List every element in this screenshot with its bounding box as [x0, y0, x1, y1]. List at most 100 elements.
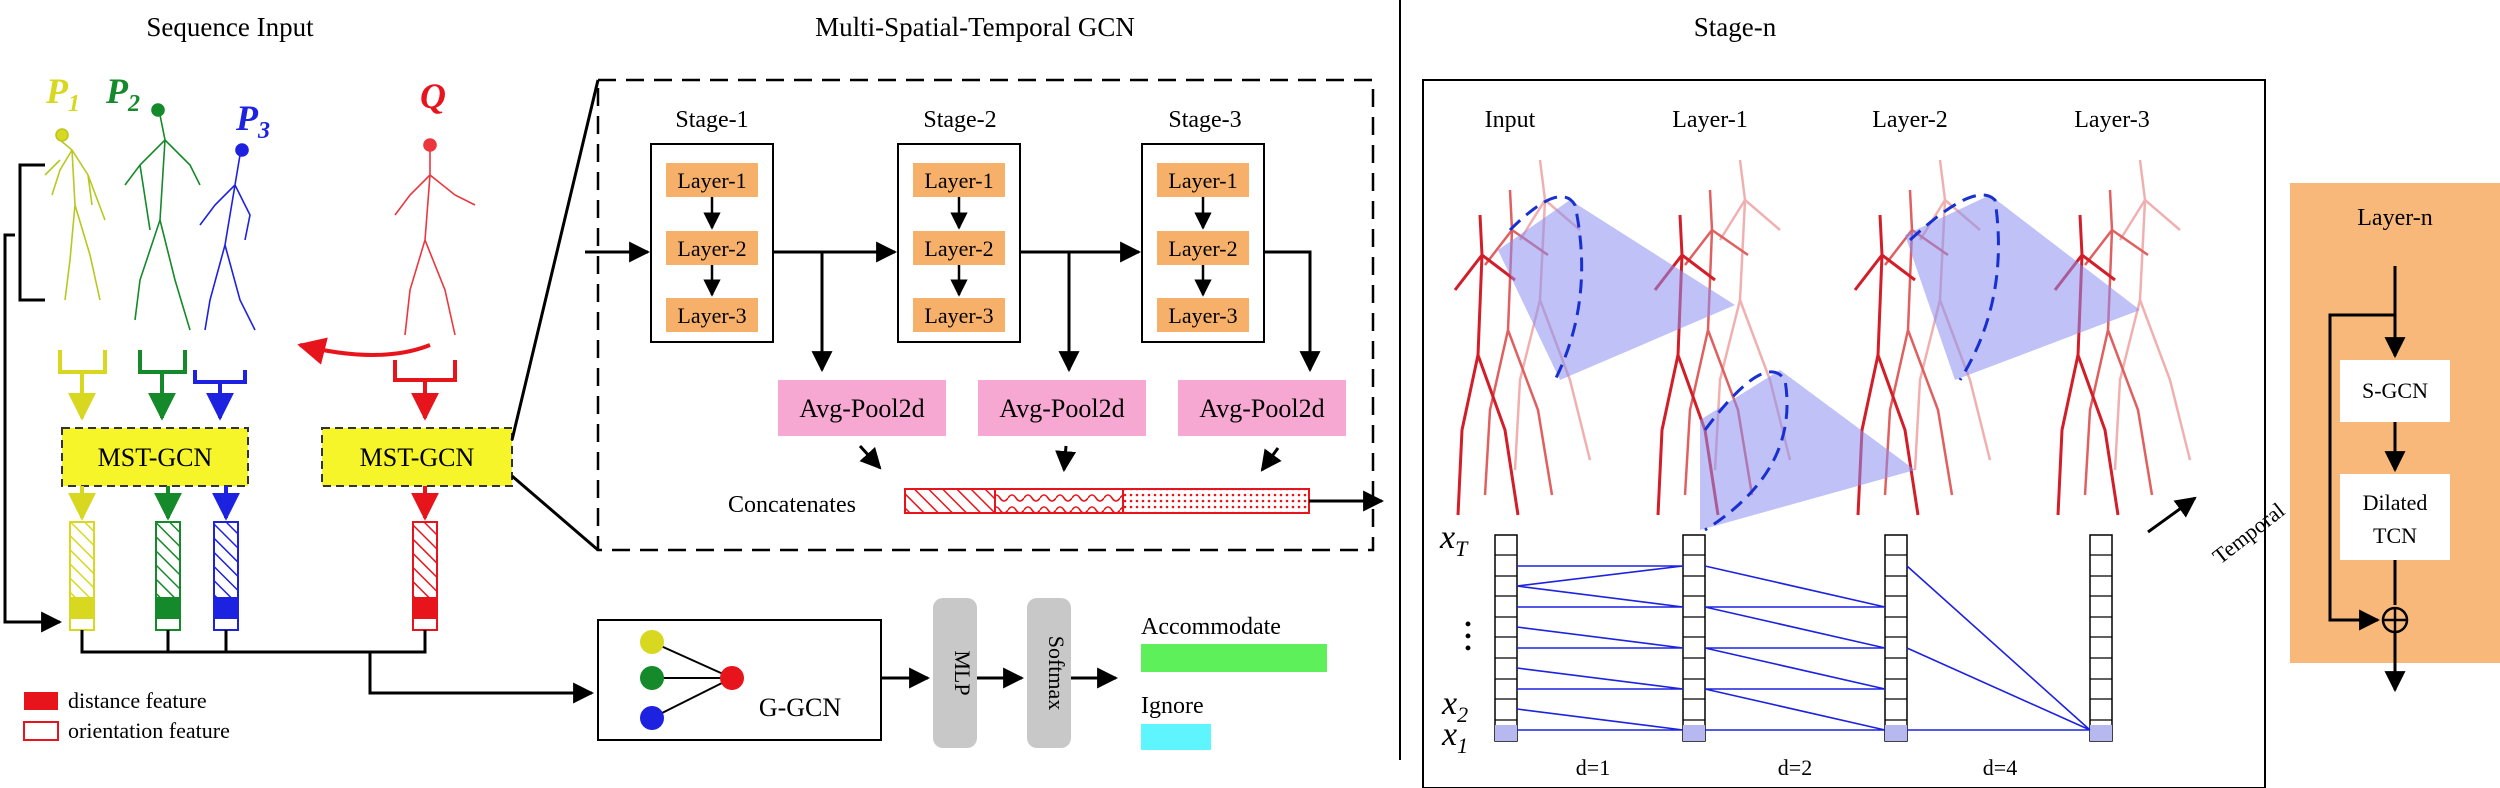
p1-connector — [60, 350, 105, 418]
stage-n-title: Stage-n — [1694, 12, 1777, 42]
stage-n-col-layer-1: Layer-1 — [1672, 107, 1747, 133]
mst-gcn-box-q — [321, 427, 513, 487]
sequence-input-title: Sequence Input — [146, 12, 314, 42]
feature-bar-p2 — [155, 521, 181, 631]
skeleton-p1 — [44, 128, 106, 301]
mst-gcn-expanded-box — [596, 78, 1375, 552]
pool-1-to-concat-arrow — [858, 444, 882, 470]
pool-3-to-concat-arrow — [1260, 447, 1282, 472]
stage-2-layer-2: Layer-2 — [924, 236, 993, 261]
stage-3-layer-1: Layer-1 — [1168, 168, 1237, 193]
layer-n-title: Layer-n — [2357, 205, 2432, 231]
mst-gcn-box-p — [61, 427, 249, 487]
stage-n-col-input: Input — [1485, 107, 1536, 133]
skeleton-p3 — [199, 143, 256, 331]
feature-bus — [80, 630, 592, 693]
legend-distance-swatch — [24, 692, 58, 710]
legend-orientation-label: orientation feature — [68, 718, 230, 743]
avg-pool-1-label: Avg-Pool2d — [799, 394, 924, 423]
p3-connector — [195, 370, 245, 418]
g-gcn-node-green — [640, 666, 664, 690]
x-1-label: x1 — [1441, 716, 1468, 758]
p2-connector — [140, 350, 185, 418]
x-t-label: xT — [1439, 519, 1469, 561]
stage-2-layer-3: Layer-3 — [924, 303, 993, 328]
stage-1-layer-3: Layer-3 — [677, 303, 746, 328]
mlp-label: MLP — [950, 650, 975, 695]
mst-gcn-box-q-label: MST-GCN — [360, 443, 475, 472]
stage-1-title: Stage-1 — [675, 107, 748, 133]
tcn-column-layer-1 — [1682, 534, 1706, 742]
ignore-label: Ignore — [1141, 693, 1204, 719]
receptive-field-cones — [1498, 193, 2140, 532]
concatenates-label: Concatenates — [728, 492, 856, 518]
tcn-column-input — [1494, 534, 1518, 742]
dilation-label-4: d=4 — [1983, 755, 2017, 780]
mlp-box — [933, 598, 977, 748]
stage-1-box — [650, 143, 774, 343]
dilated-tcn-box — [2340, 474, 2450, 560]
g-gcn-node-yellow — [640, 630, 664, 654]
q-connector — [393, 360, 457, 418]
stage-1-layer-2: Layer-2 — [677, 236, 746, 261]
skeleton-q — [394, 138, 476, 336]
stage-3-layer-2: Layer-2 — [1168, 236, 1237, 261]
mst-gcn-box-p-label: MST-GCN — [98, 443, 213, 472]
zoom-line-top — [510, 79, 600, 441]
stage-3-pool-arrow — [1264, 250, 1321, 373]
stage-3-title: Stage-3 — [1168, 107, 1241, 133]
dilated-tcn-label-1: Dilated — [2363, 490, 2428, 515]
tcn-columns — [1494, 534, 2113, 742]
ignore-bar — [1141, 724, 1211, 750]
person-label-p3: P3 — [235, 98, 270, 144]
accommodate-label: Accommodate — [1141, 614, 1281, 640]
legend-distance-label: distance feature — [68, 688, 207, 713]
x-2-label: x2 — [1441, 685, 1468, 727]
residual-connection — [2328, 313, 2395, 631]
stage-3-box — [1141, 143, 1265, 343]
softmax-label: Softmax — [1044, 636, 1069, 711]
g-gcn-label: G-GCN — [759, 693, 842, 722]
skeleton-p2 — [124, 103, 201, 331]
avg-pool-3-label: Avg-Pool2d — [1199, 394, 1324, 423]
avg-pool-1-box — [778, 380, 946, 436]
g-gcn-node-blue — [640, 706, 664, 730]
stage-2-box — [897, 143, 1021, 343]
avg-pool-3-box — [1178, 380, 1346, 436]
feature-bar-q — [412, 521, 438, 631]
dilation-label-1: d=1 — [1576, 755, 1610, 780]
dilated-tcn-label-2: TCN — [2373, 523, 2417, 548]
s-gcn-box — [2340, 360, 2450, 422]
tcn-column-layer-2 — [1884, 534, 1908, 742]
feature-bar-p3 — [213, 521, 239, 631]
pool-2-to-concat-arrow — [1055, 445, 1077, 473]
person-label-q: Q — [420, 76, 446, 116]
tcn-column-layer-3 — [2089, 534, 2113, 742]
avg-pool-2-box — [978, 380, 1146, 436]
mst-gcn-title: Multi-Spatial-Temporal GCN — [815, 12, 1135, 42]
temporal-arrow — [2147, 496, 2197, 534]
accommodate-bar — [1141, 644, 1327, 672]
person-label-p1: P1 — [45, 71, 80, 117]
q-to-p-arrow — [297, 337, 431, 365]
x-dots-label: ••• — [1465, 614, 1471, 658]
stage-2-title: Stage-2 — [923, 107, 996, 133]
zoom-line-bottom — [511, 474, 599, 552]
feature-bar-p1 — [69, 521, 95, 631]
p1-bracket — [18, 163, 45, 302]
softmax-box — [1027, 598, 1071, 748]
legend-orientation-swatch — [23, 721, 59, 741]
s-gcn-label: S-GCN — [2362, 378, 2428, 403]
avg-pool-2-label: Avg-Pool2d — [999, 394, 1124, 423]
stage-n-col-layer-2: Layer-2 — [1872, 107, 1947, 133]
concat-bar — [904, 488, 1310, 514]
stage-1-layer-1: Layer-1 — [677, 168, 746, 193]
dilation-label-2: d=2 — [1778, 755, 1812, 780]
stage-3-layer-3: Layer-3 — [1168, 303, 1237, 328]
g-gcn-node-red — [720, 666, 744, 690]
stage-n-col-layer-3: Layer-3 — [2074, 107, 2149, 133]
stage-2-layer-1: Layer-1 — [924, 168, 993, 193]
person-label-p2: P2 — [105, 71, 140, 117]
feedback-line — [3, 233, 63, 633]
